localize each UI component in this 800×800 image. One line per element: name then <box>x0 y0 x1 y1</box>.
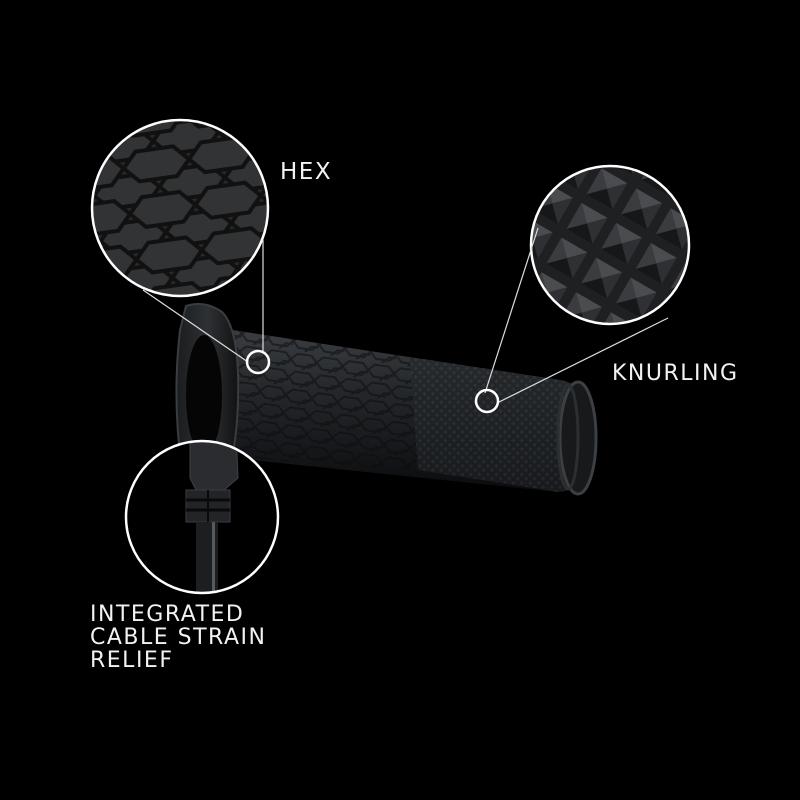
cable-strain-relief-label: INTEGRATED CABLE STRAIN RELIEF <box>90 602 267 674</box>
knurling-label: KNURLING <box>612 361 739 386</box>
hex-label: HEX <box>280 159 333 185</box>
hex-callout <box>90 118 271 375</box>
knurling-callout <box>474 164 691 414</box>
cable-callout <box>124 439 280 595</box>
